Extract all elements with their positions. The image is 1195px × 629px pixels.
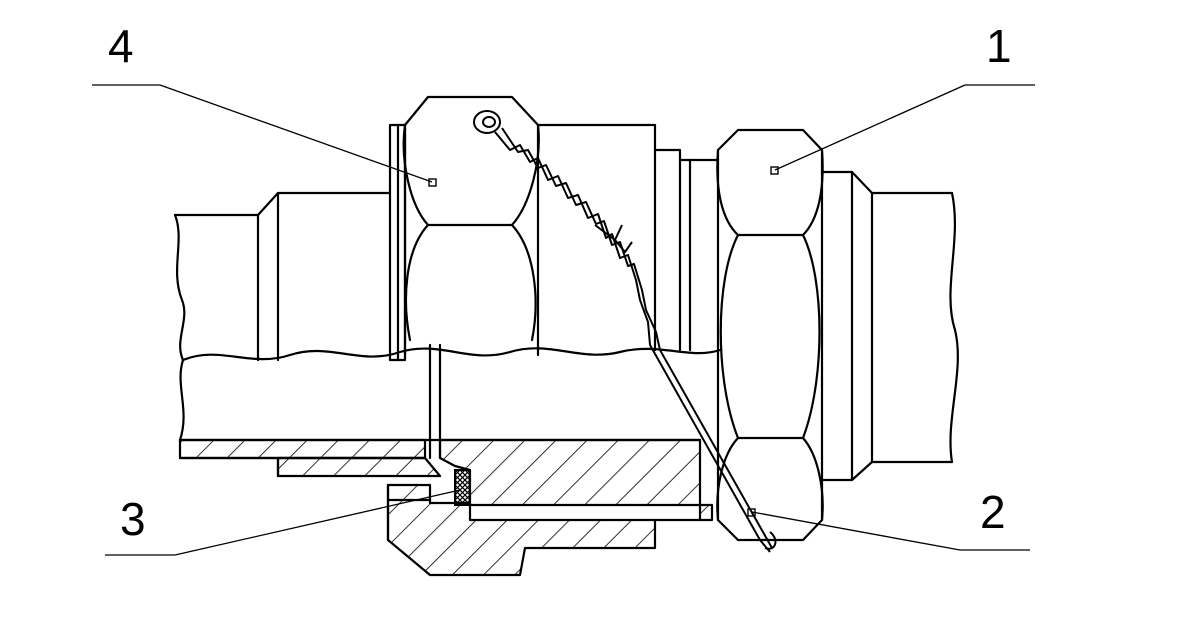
lock-wire (473, 110, 777, 553)
left-pipe (173, 191, 392, 362)
label-item-2: 2 (980, 486, 1006, 538)
break-line (181, 347, 722, 362)
label-item-4: 4 (108, 20, 134, 72)
fitting-section (276, 438, 714, 577)
seal-ring (454, 469, 471, 506)
union-nut (388, 95, 720, 362)
leaders (92, 84, 1035, 556)
right-pipe (820, 170, 959, 482)
hex-nut (716, 128, 824, 542)
label-item-3: 3 (120, 493, 146, 545)
label-item-1: 1 (986, 20, 1012, 72)
